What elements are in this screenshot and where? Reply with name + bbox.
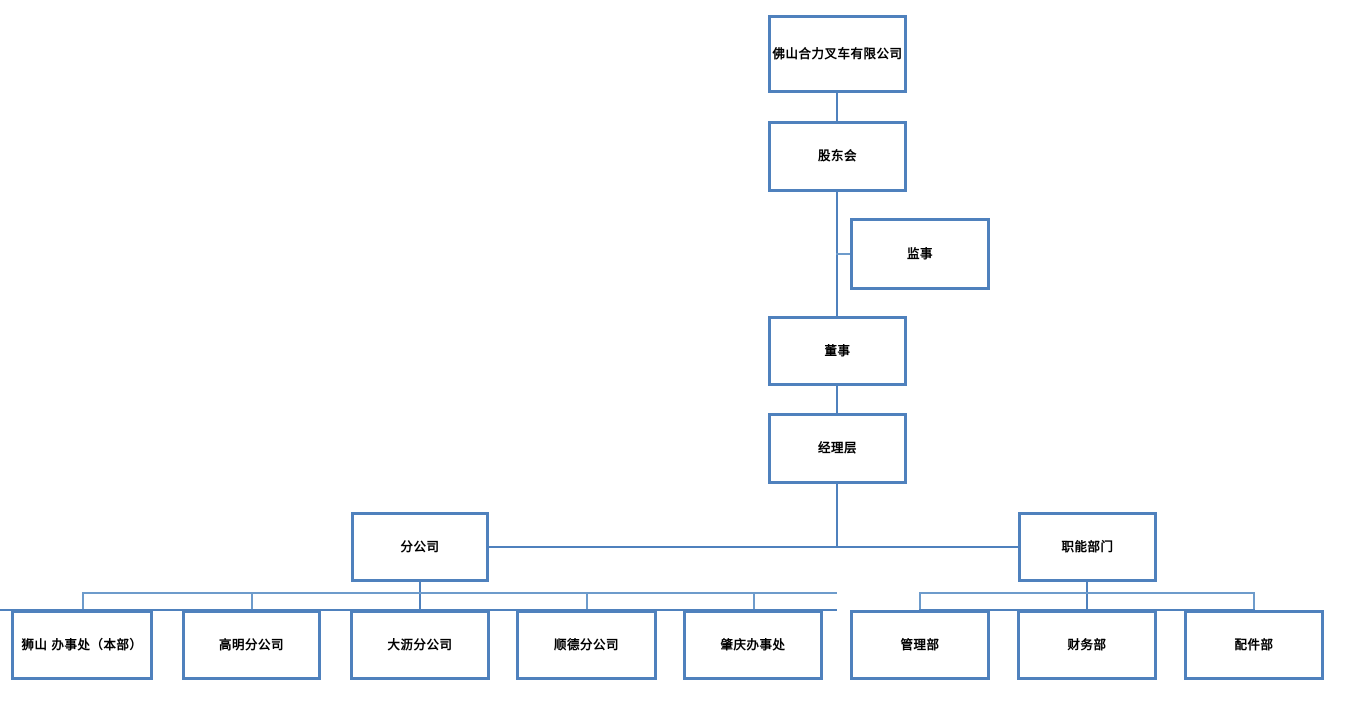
node-director[interactable]: 董事 xyxy=(768,316,907,386)
node-supervisor[interactable]: 监事 xyxy=(850,218,990,290)
node-supervisor-label: 监事 xyxy=(906,246,933,261)
node-shareholders-meeting-label: 股东会 xyxy=(817,149,857,163)
connector-trunk-to-supervisor xyxy=(836,253,853,255)
connector-dept-2-riser xyxy=(1253,592,1255,610)
node-dept-finance[interactable]: 财务部 xyxy=(1017,610,1157,680)
node-dept-finance-label: 财务部 xyxy=(1067,637,1107,652)
node-dept-parts-label: 配件部 xyxy=(1234,637,1274,652)
node-management-layer-label: 经理层 xyxy=(817,441,857,455)
connector-director-to-management xyxy=(836,386,838,413)
node-branch-shunde[interactable]: 顺德分公司 xyxy=(516,610,657,680)
node-branch-shishan-office-label: 狮山 办事处（本部） xyxy=(21,637,143,652)
node-branch-zhaoqing-office-label: 肇庆办事处 xyxy=(720,637,786,652)
node-shareholders-meeting[interactable]: 股东会 xyxy=(768,121,907,192)
node-branch-dali-label: 大沥分公司 xyxy=(387,637,453,652)
node-company[interactable]: 佛山合力叉车有限公司 xyxy=(768,15,907,93)
node-function-group-label: 职能部门 xyxy=(1061,539,1114,554)
connector-branch-4-riser xyxy=(753,592,755,610)
connector-branchgroup-drop xyxy=(419,582,421,610)
node-branch-group-label: 分公司 xyxy=(400,539,440,554)
connector-company-to-shareholders xyxy=(836,93,838,121)
node-branch-gaoming[interactable]: 高明分公司 xyxy=(182,610,321,680)
connector-branch-3-riser xyxy=(586,592,588,610)
node-function-group[interactable]: 职能部门 xyxy=(1018,512,1157,582)
node-dept-management-label: 管理部 xyxy=(900,637,940,652)
connector-branchgroup-bus xyxy=(82,592,837,594)
node-dept-parts[interactable]: 配件部 xyxy=(1184,610,1324,680)
connector-branch-1-riser xyxy=(251,592,253,610)
connector-branch-0-riser xyxy=(82,592,84,610)
connector-functiongroup-drop xyxy=(1086,582,1088,610)
connector-management-to-bus xyxy=(836,484,838,547)
connector-functiongroup-bus xyxy=(919,592,1255,594)
node-branch-gaoming-label: 高明分公司 xyxy=(218,637,284,652)
node-branch-dali[interactable]: 大沥分公司 xyxy=(350,610,490,680)
node-branch-shunde-label: 顺德分公司 xyxy=(553,637,619,652)
node-management-layer[interactable]: 经理层 xyxy=(768,413,907,484)
connector-dept-0-riser xyxy=(919,592,921,610)
node-company-label: 佛山合力叉车有限公司 xyxy=(772,46,903,61)
node-dept-management[interactable]: 管理部 xyxy=(850,610,990,680)
node-director-label: 董事 xyxy=(824,343,851,358)
node-branch-group[interactable]: 分公司 xyxy=(351,512,489,582)
connector-level6-bus xyxy=(489,546,1019,548)
node-branch-shishan-office[interactable]: 狮山 办事处（本部） xyxy=(11,610,153,680)
node-branch-zhaoqing-office[interactable]: 肇庆办事处 xyxy=(683,610,823,680)
